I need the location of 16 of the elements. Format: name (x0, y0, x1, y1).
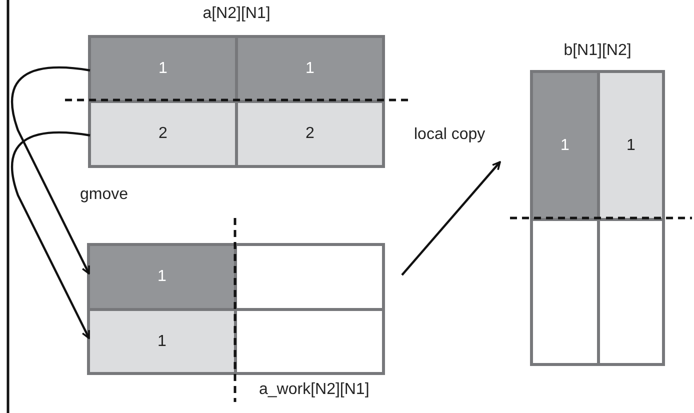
arrow (401, 161, 501, 276)
array-title: b[N1][N2] (564, 42, 632, 60)
array-cell: 1 (530, 70, 600, 221)
arrow (11, 66, 90, 274)
edge-label: local copy (412, 126, 488, 144)
array-cell: 2 (88, 100, 238, 168)
array-cell: 1 (87, 308, 237, 375)
array-cell: 1 (597, 70, 665, 221)
array-title: a_work[N2][N1] (259, 381, 370, 399)
array-cell: 2 (235, 100, 385, 168)
array-cell: 1 (235, 35, 385, 103)
array-cell: 1 (88, 35, 238, 103)
array-title: a[N2][N1] (202, 5, 270, 23)
array-cell: 1 (87, 243, 237, 311)
note-label: gmove (80, 186, 128, 204)
arrow (11, 131, 90, 340)
